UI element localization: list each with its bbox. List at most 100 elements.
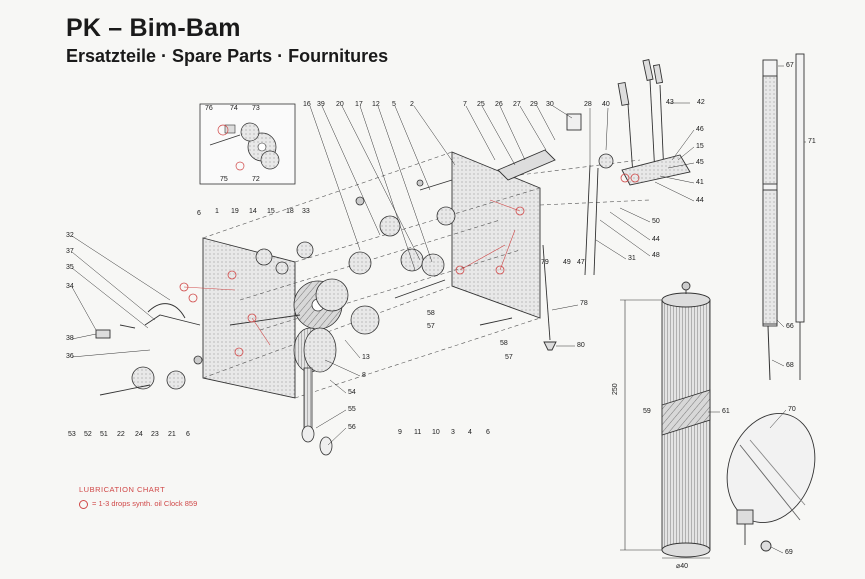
label-11: 11 <box>414 429 422 436</box>
label-58-b: 58 <box>500 340 508 347</box>
page-subtitle: Ersatzteile · Spare Parts · Fournitures <box>66 46 389 66</box>
label-70: 70 <box>788 406 796 413</box>
label-28: 28 <box>584 101 592 108</box>
page-title: PK – Bim-Bam <box>66 14 241 42</box>
label-19: 19 <box>231 208 239 215</box>
hammer-assembly <box>497 59 691 276</box>
label-31: 31 <box>628 255 636 262</box>
label-30: 30 <box>546 101 554 108</box>
label-22: 22 <box>117 431 125 438</box>
label-25: 25 <box>477 101 485 108</box>
label-47: 47 <box>577 259 585 266</box>
inset-box <box>199 103 296 185</box>
back-plate <box>451 151 541 319</box>
label-2: 2 <box>410 101 414 108</box>
label-61: 61 <box>722 408 730 415</box>
label-34: 34 <box>66 283 74 290</box>
label-6-bottom-left: 6 <box>186 431 190 438</box>
label-48: 48 <box>652 252 660 259</box>
label-32: 32 <box>66 232 74 239</box>
label-36: 36 <box>66 353 74 360</box>
label-40: 40 <box>602 101 610 108</box>
lubrication-leaders <box>183 199 521 346</box>
hook-assembly <box>542 244 557 351</box>
label-3: 3 <box>451 429 455 436</box>
label-54: 54 <box>348 389 356 396</box>
shafts <box>99 179 513 396</box>
dimension-diameter: ⌀40 <box>676 563 689 570</box>
label-53: 53 <box>68 431 76 438</box>
label-14: 14 <box>249 208 257 215</box>
label-56: 56 <box>348 424 356 431</box>
oil-point-icon <box>79 499 88 509</box>
label-45: 45 <box>696 159 704 166</box>
pendulum-rod <box>762 53 805 381</box>
label-67: 67 <box>786 62 794 69</box>
label-18: 18 <box>286 208 294 215</box>
label-26: 26 <box>495 101 503 108</box>
label-15: 15 <box>267 208 275 215</box>
label-72: 72 <box>252 176 260 183</box>
label-13: 13 <box>362 354 370 361</box>
label-41: 41 <box>696 179 704 186</box>
label-38: 38 <box>66 335 74 342</box>
label-21: 21 <box>168 431 176 438</box>
label-37: 37 <box>66 248 74 255</box>
lubrication-points <box>179 173 640 357</box>
label-17: 17 <box>355 101 363 108</box>
label-23: 23 <box>151 431 159 438</box>
label-43: 43 <box>666 99 674 106</box>
label-20: 20 <box>336 101 344 108</box>
label-44-bottom: 44 <box>652 236 660 243</box>
label-55: 55 <box>348 406 356 413</box>
label-50: 50 <box>652 218 660 225</box>
label-57-b: 57 <box>505 354 513 361</box>
label-73: 73 <box>252 105 260 112</box>
lubrication-legend: = 1-3 drops synth. oil Clock 859 <box>79 499 197 509</box>
label-75: 75 <box>220 176 228 183</box>
label-7: 7 <box>463 101 467 108</box>
label-78: 78 <box>580 300 588 307</box>
label-42: 42 <box>697 99 705 106</box>
label-52: 52 <box>84 431 92 438</box>
label-6-bottom-right: 6 <box>486 429 490 436</box>
dimension-height: 250 <box>612 383 619 395</box>
label-39: 39 <box>317 101 325 108</box>
label-12: 12 <box>372 101 380 108</box>
label-33: 33 <box>302 208 310 215</box>
label-15-right: 15 <box>696 143 704 150</box>
strike-lever <box>95 303 201 339</box>
label-16: 16 <box>303 101 311 108</box>
label-57-a: 57 <box>427 323 435 330</box>
label-46: 46 <box>696 126 704 133</box>
label-24: 24 <box>135 431 143 438</box>
label-49: 49 <box>563 259 571 266</box>
drum <box>293 327 337 373</box>
label-5: 5 <box>392 101 396 108</box>
leader-lines <box>71 65 806 554</box>
lubrication-chart-title: LUBRICATION CHART <box>79 485 166 494</box>
label-10: 10 <box>432 429 440 436</box>
label-76: 76 <box>205 105 213 112</box>
gear-train <box>131 153 614 390</box>
label-59: 59 <box>643 408 651 415</box>
dimension-lines <box>620 299 710 559</box>
pendulum-bob <box>726 413 816 552</box>
label-9: 9 <box>398 429 402 436</box>
label-1: 1 <box>215 208 219 215</box>
label-51: 51 <box>100 431 108 438</box>
label-8: 8 <box>362 372 366 379</box>
label-29: 29 <box>530 101 538 108</box>
label-80: 80 <box>577 342 585 349</box>
label-71: 71 <box>808 138 816 145</box>
weight-cylinder <box>661 281 711 558</box>
lubrication-legend-text: = 1-3 drops synth. oil Clock 859 <box>92 499 198 508</box>
label-44-top: 44 <box>696 197 704 204</box>
label-6-top: 6 <box>197 210 201 217</box>
label-58-a: 58 <box>427 310 435 317</box>
label-66: 66 <box>786 323 794 330</box>
label-68: 68 <box>786 362 794 369</box>
chain <box>301 367 333 456</box>
label-35: 35 <box>66 264 74 271</box>
